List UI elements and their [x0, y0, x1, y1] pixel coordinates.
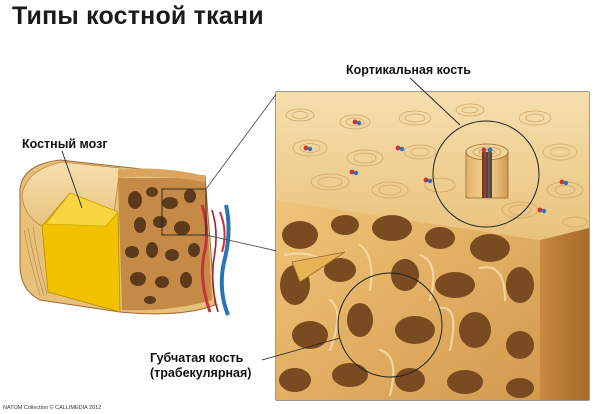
osteon-rings	[285, 103, 588, 228]
detail-box	[161, 188, 207, 236]
cortical-side-wall	[540, 228, 589, 400]
page-title: Типы костной ткани	[12, 2, 264, 30]
leader-lines	[61, 77, 461, 361]
bone-cross-section	[19, 159, 231, 316]
canal-dots	[303, 119, 569, 214]
enlarged-bone-block	[275, 91, 590, 401]
spongy-bone-label-line2: (трабекулярная)	[150, 366, 252, 380]
copyright-credit: NATOM Collection © CALLIMEDIA 2012	[3, 405, 102, 411]
spongy-zoom-circle	[337, 272, 443, 378]
osteon-cylinder	[465, 143, 509, 199]
spongy-bone-label-line1: Губчатая кость	[150, 351, 244, 365]
blood-vessel-blue	[219, 204, 231, 316]
bone-marrow-label: Костный мозг	[22, 137, 108, 151]
marrow-wedge	[291, 251, 346, 283]
spongy-bone-label: Губчатая кость (трабекулярная)	[150, 351, 251, 381]
cortical-bone-label: Кортикальная кость	[346, 63, 471, 77]
spongy-cavities	[279, 215, 534, 398]
blood-vessel-red	[200, 204, 212, 313]
zoom-connectors	[205, 92, 278, 252]
cortical-zoom-circle	[432, 120, 540, 228]
